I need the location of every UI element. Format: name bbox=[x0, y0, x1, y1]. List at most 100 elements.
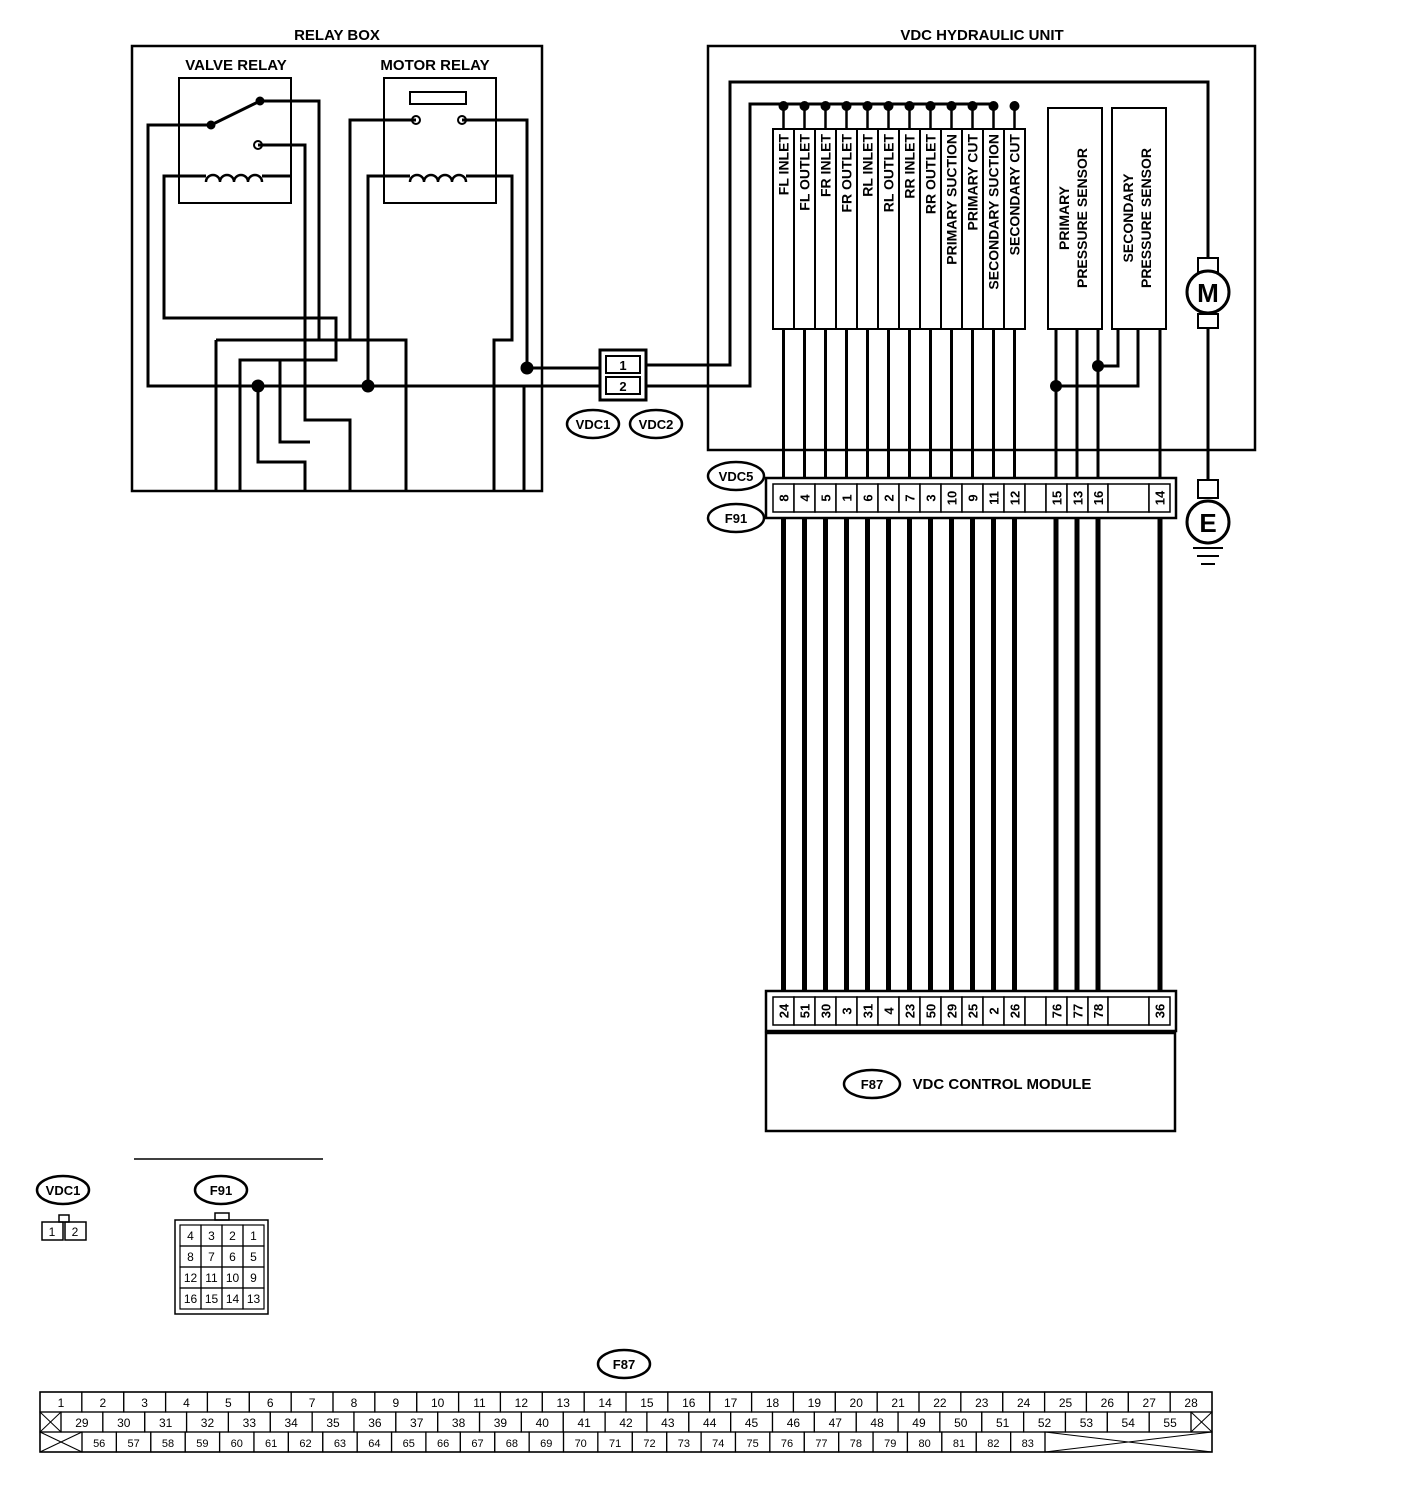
vdc5-pin: 10 bbox=[945, 491, 960, 505]
f91-face-pin: 2 bbox=[229, 1229, 236, 1243]
f87-face-pin: 79 bbox=[884, 1438, 896, 1450]
f87-face-pin: 49 bbox=[912, 1416, 926, 1430]
f87-face-pin: 3 bbox=[141, 1396, 148, 1410]
motor-icon: M bbox=[1197, 278, 1219, 308]
vdc1-face-pin-1: 1 bbox=[49, 1225, 56, 1239]
vdc1-pin-1: 1 bbox=[619, 358, 626, 373]
vdc1-face-tag: VDC1 bbox=[35, 1174, 91, 1206]
module-pin: 76 bbox=[1050, 1004, 1065, 1018]
module-pin: 29 bbox=[945, 1004, 960, 1018]
f87-face-pin: 9 bbox=[392, 1396, 399, 1410]
f87-face-pin: 28 bbox=[1184, 1396, 1198, 1410]
vdc5-pin: 1 bbox=[840, 494, 855, 501]
f87-face-pin: 35 bbox=[326, 1416, 340, 1430]
vdc5-pin: 15 bbox=[1050, 491, 1065, 505]
f87-face-pin: 48 bbox=[870, 1416, 884, 1430]
module-pin: 24 bbox=[777, 1003, 792, 1018]
f87-face-pin: 6 bbox=[267, 1396, 274, 1410]
f87-face-pin: 43 bbox=[661, 1416, 675, 1430]
valve-relay bbox=[178, 77, 292, 204]
vdc5-pin: 4 bbox=[798, 494, 813, 502]
solenoid-label: RR INLET bbox=[902, 134, 918, 199]
f91-tag: F91 bbox=[706, 502, 766, 534]
f87-face-pin: 53 bbox=[1080, 1416, 1094, 1430]
f91-face-pin: 8 bbox=[187, 1250, 194, 1264]
vdc5-pin: 11 bbox=[987, 491, 1002, 505]
vdc5-pin: 16 bbox=[1091, 491, 1106, 505]
f87-face-pin: 64 bbox=[368, 1438, 380, 1450]
solenoid-label: FR INLET bbox=[818, 134, 834, 197]
hydraulic-unit-label: VDC HYDRAULIC UNIT bbox=[900, 27, 1063, 44]
f87-face-tag: F87 bbox=[596, 1348, 652, 1380]
f91-face-pin: 14 bbox=[226, 1292, 240, 1306]
f87-face-pin: 17 bbox=[724, 1396, 738, 1410]
f91-face-pin: 1 bbox=[250, 1229, 257, 1243]
sensor-label-line1: PRIMARY bbox=[1056, 185, 1072, 250]
vdc1-pin-2: 2 bbox=[619, 379, 626, 394]
f87-face-pin: 13 bbox=[557, 1396, 571, 1410]
f91-face-tag: F91 bbox=[193, 1174, 249, 1206]
f87-face-pin: 55 bbox=[1163, 1416, 1177, 1430]
vdc5-tag: VDC5 bbox=[706, 460, 766, 492]
solenoid-label: PRIMARY CUT bbox=[965, 134, 981, 231]
f87-face-pin: 19 bbox=[808, 1396, 822, 1410]
f87-face-pin: 74 bbox=[712, 1438, 724, 1450]
f87-face-pin: 57 bbox=[127, 1438, 139, 1450]
f87-face-pin: 76 bbox=[781, 1438, 793, 1450]
svg-text:VDC5: VDC5 bbox=[719, 469, 754, 484]
solenoid-label: FL INLET bbox=[776, 134, 792, 196]
module-pin: 78 bbox=[1091, 1004, 1106, 1018]
f87-face-pin: 73 bbox=[678, 1438, 690, 1450]
vdc5-pin: 9 bbox=[966, 494, 981, 501]
vdc5-pin: 7 bbox=[903, 494, 918, 501]
solenoid-label: SECONDARY CUT bbox=[1007, 134, 1023, 256]
module-pin: 23 bbox=[903, 1004, 918, 1018]
f87-face-pin: 80 bbox=[919, 1438, 931, 1450]
f87-face-pin: 63 bbox=[334, 1438, 346, 1450]
f87-face-pin: 81 bbox=[953, 1438, 965, 1450]
svg-text:VDC1: VDC1 bbox=[46, 1183, 81, 1198]
f87-face-pin: 68 bbox=[506, 1438, 518, 1450]
f87-face-pin: 82 bbox=[987, 1438, 999, 1450]
module-pin: 50 bbox=[924, 1004, 939, 1018]
vdc5-pin: 2 bbox=[882, 494, 897, 501]
f87-face-pin: 12 bbox=[515, 1396, 529, 1410]
f87-face-pin: 21 bbox=[891, 1396, 905, 1410]
f87-face-pin: 5 bbox=[225, 1396, 232, 1410]
ground-symbol bbox=[1185, 479, 1231, 565]
module-pin: 77 bbox=[1071, 1004, 1086, 1018]
pump-motor bbox=[1185, 257, 1231, 480]
f87-face-pin: 32 bbox=[201, 1416, 215, 1430]
module-pin: 31 bbox=[861, 1004, 876, 1018]
f91-face-pin: 15 bbox=[205, 1292, 219, 1306]
sensor-label-line2: PRESSURE SENSOR bbox=[1138, 148, 1154, 288]
f87-face-pin: 61 bbox=[265, 1438, 277, 1450]
solenoid-label: RL INLET bbox=[860, 134, 876, 197]
f87-face-pin: 77 bbox=[815, 1438, 827, 1450]
module-pin: 26 bbox=[1008, 1004, 1023, 1018]
valve-relay-label: VALVE RELAY bbox=[185, 57, 286, 74]
vdc1-face-pin-2: 2 bbox=[72, 1225, 79, 1239]
f87-face-pin: 29 bbox=[75, 1416, 89, 1430]
f87-face-pin: 25 bbox=[1059, 1396, 1073, 1410]
motor-relay bbox=[383, 77, 497, 204]
f87-face-pin: 1 bbox=[58, 1396, 65, 1410]
f87-face-pin: 47 bbox=[829, 1416, 843, 1430]
f87-face-pin: 14 bbox=[598, 1396, 612, 1410]
svg-text:VDC1: VDC1 bbox=[576, 417, 611, 432]
f87-face-pin: 70 bbox=[575, 1438, 587, 1450]
f87-face-pin: 7 bbox=[309, 1396, 316, 1410]
f91-face-pin: 5 bbox=[250, 1250, 257, 1264]
f87-face-pin: 58 bbox=[162, 1438, 174, 1450]
f87-face-pin: 20 bbox=[850, 1396, 864, 1410]
f91-face-pin: 4 bbox=[187, 1229, 194, 1243]
f91-face-pin: 16 bbox=[184, 1292, 198, 1306]
svg-text:F87: F87 bbox=[861, 1077, 883, 1092]
f87-face-pin: 67 bbox=[471, 1438, 483, 1450]
svg-text:F91: F91 bbox=[210, 1183, 232, 1198]
solenoid-label: RR OUTLET bbox=[923, 134, 939, 215]
f87-face-pin: 59 bbox=[196, 1438, 208, 1450]
